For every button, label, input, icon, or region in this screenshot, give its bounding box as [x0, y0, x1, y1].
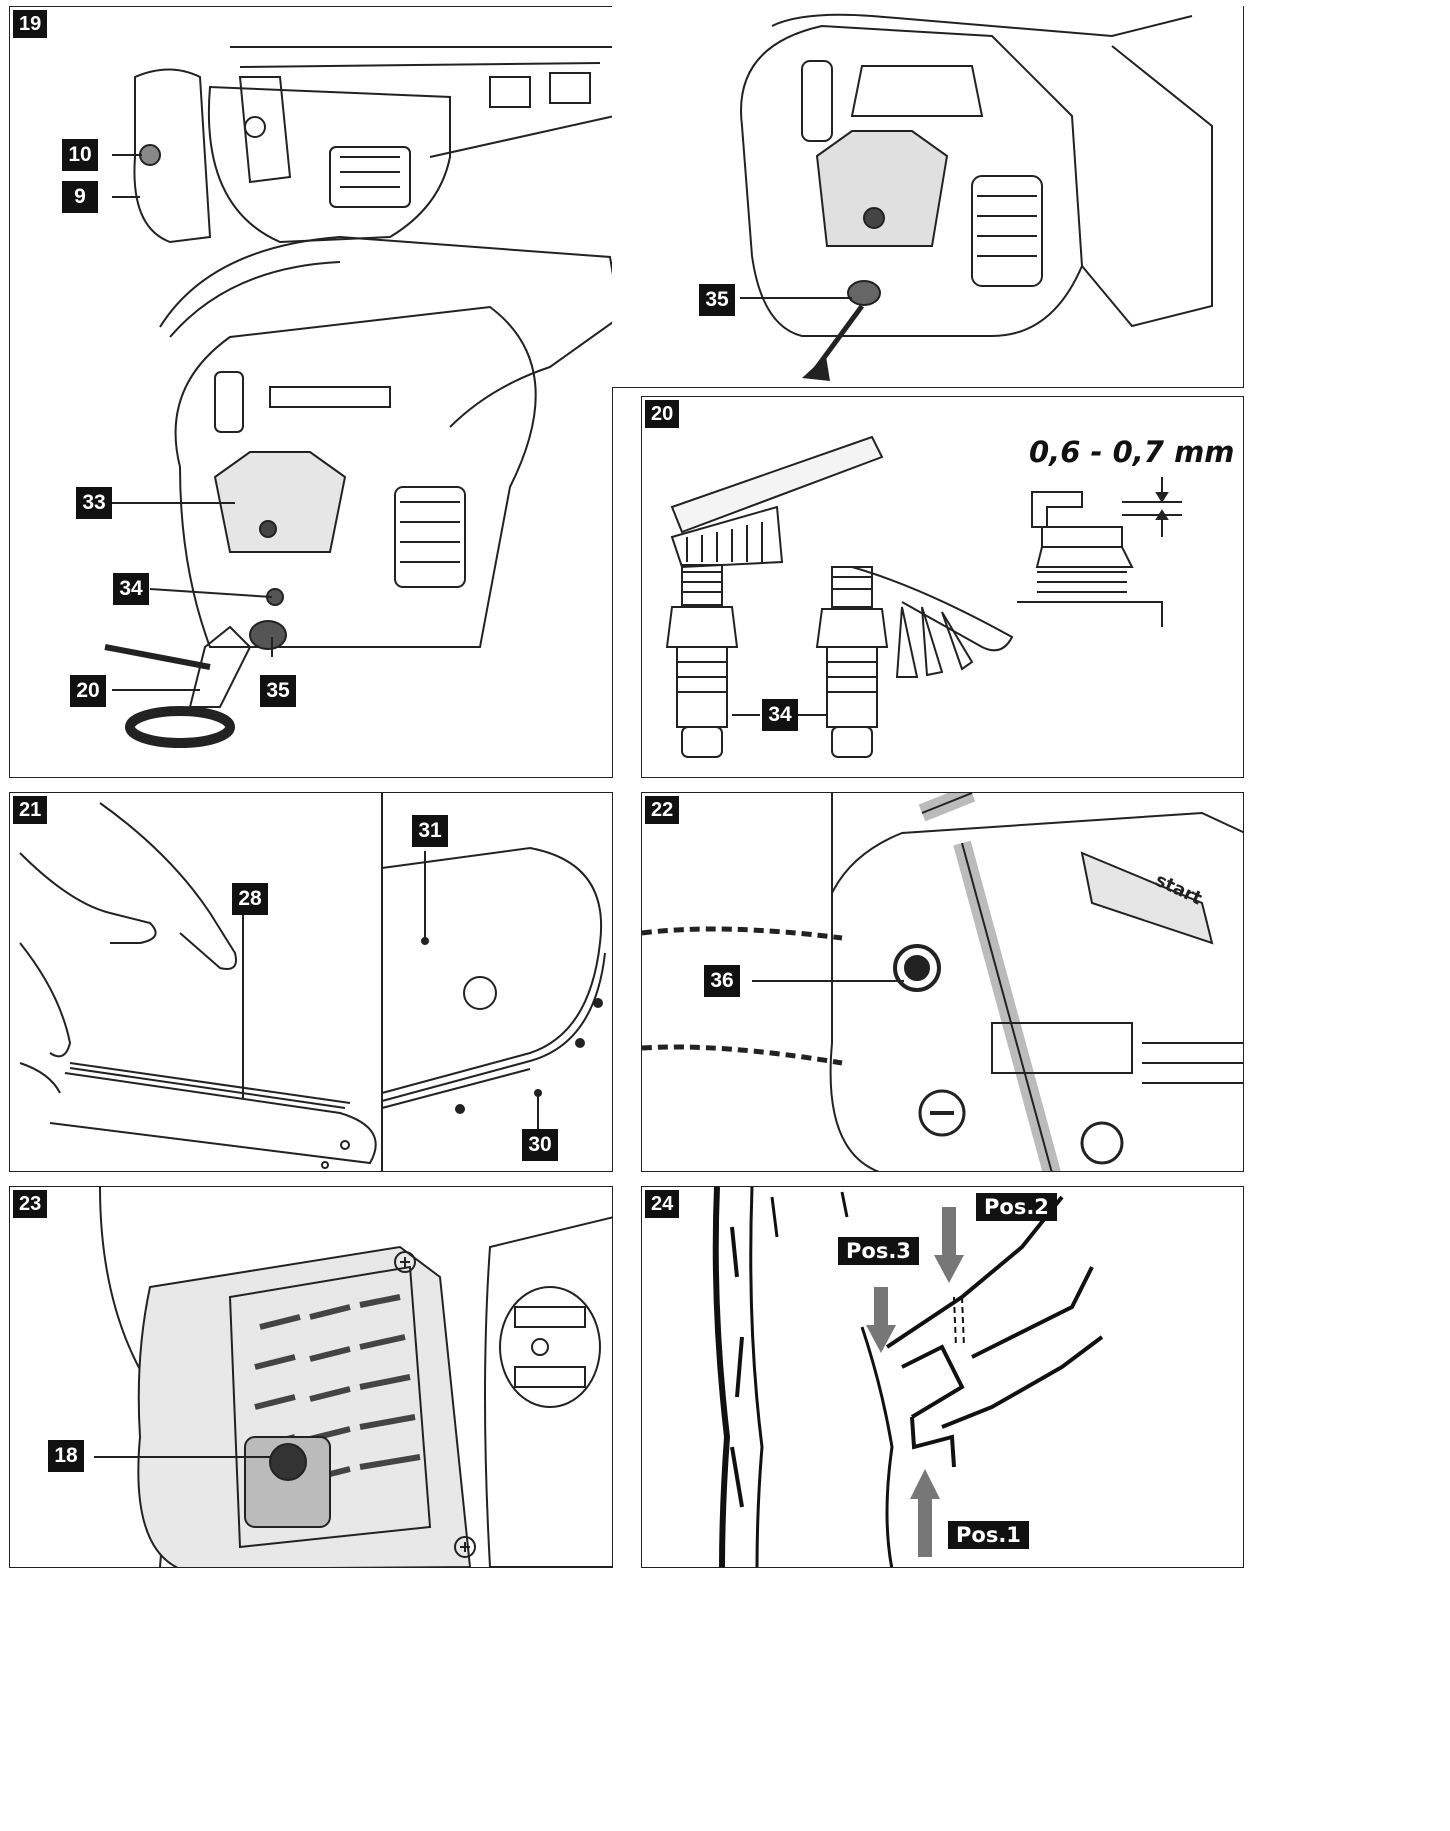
position-label-3: Pos.3: [838, 1237, 919, 1265]
oil-tank-illustration: [642, 793, 1243, 1171]
figure-20-panel: 20: [641, 396, 1244, 778]
callout-18: 18: [48, 1440, 84, 1472]
figure-23-panel: 23 18: [9, 1186, 613, 1568]
guide-bar-illustration: [19, 793, 606, 1171]
callout-35-right: 35: [699, 284, 735, 316]
callout-34: 34: [113, 573, 149, 605]
callout-28: 28: [232, 883, 268, 915]
figure-number: 24: [645, 1190, 680, 1218]
callout-9: 9: [62, 181, 98, 213]
callout-20: 20: [70, 675, 106, 707]
figure-19-panel: 19: [9, 6, 613, 778]
figure-number: 21: [13, 796, 48, 824]
figure-number: 19: [13, 10, 48, 38]
figure-21-panel: 21: [9, 792, 613, 1172]
callout-30: 30: [522, 1129, 558, 1161]
figure-24-panel: 24 Pos.2 Pos.3 Pos.1: [641, 1186, 1244, 1568]
position-label-1: Pos.1: [948, 1521, 1029, 1549]
figure-number: 20: [645, 400, 680, 428]
callout-31: 31: [412, 815, 448, 847]
figure-number: 23: [13, 1190, 48, 1218]
branch-cutting-illustration: [712, 1187, 1104, 1567]
gap-measurement-label: 0,6 - 0,7 mm: [1029, 435, 1235, 469]
callout-10: 10: [62, 139, 98, 171]
figure-22-panel: 22 start 36: [641, 792, 1244, 1172]
spark-plug-cleaning-illustration: [665, 435, 1182, 758]
callout-33: 33: [76, 487, 112, 519]
chainsaw-illustration: [104, 46, 612, 748]
callout-34: 34: [762, 699, 798, 731]
callout-35: 35: [260, 675, 296, 707]
position-label-2: Pos.2: [976, 1193, 1057, 1221]
figure-number: 22: [645, 796, 680, 824]
callout-36: 36: [704, 965, 740, 997]
chain-tensioning-illustration: [94, 1187, 612, 1567]
chainsaw-spark-plug-illustration: [740, 13, 1213, 381]
figure-19-right-panel: 35: [612, 6, 1244, 388]
